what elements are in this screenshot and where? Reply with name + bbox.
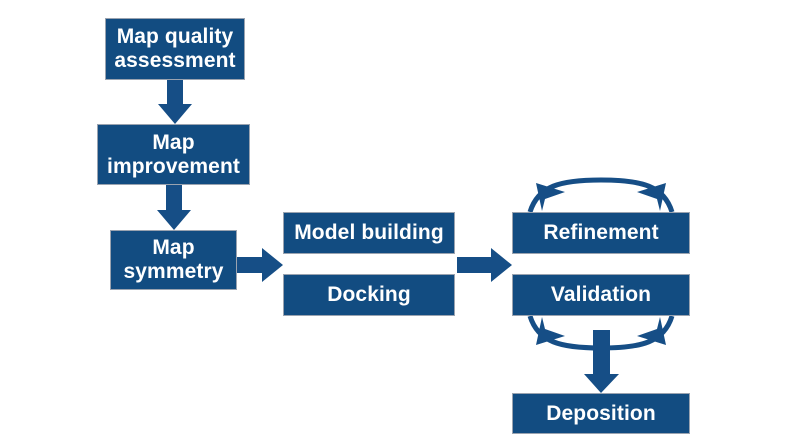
node-docking[interactable]: Docking [283,274,455,316]
arrow-building-to-refinement [457,248,512,282]
node-refinement[interactable]: Refinement [512,212,690,254]
cycle-arc-top-right-arrowhead [637,183,666,211]
cycle-arc-top-left-arrowhead [536,183,565,211]
cycle-arc-bottom-left-arrowhead [536,317,565,345]
node-deposition[interactable]: Deposition [512,393,690,434]
node-map-quality-assessment[interactable]: Map quality assessment [105,18,245,80]
cycle-arc-bottom [527,315,675,351]
cycle-arc-bottom-right-arrowhead [637,317,666,345]
cycle-arc-top [527,177,675,213]
node-model-building[interactable]: Model building [283,212,455,254]
node-map-symmetry[interactable]: Map symmetry [110,230,237,290]
arrow-assessment-to-improvement [158,80,192,124]
node-validation[interactable]: Validation [512,274,690,316]
arrow-symmetry-to-building [237,248,283,282]
node-map-improvement[interactable]: Map improvement [97,124,250,185]
arrow-validation-to-deposition [584,330,619,393]
arrow-improvement-to-symmetry [157,185,191,230]
